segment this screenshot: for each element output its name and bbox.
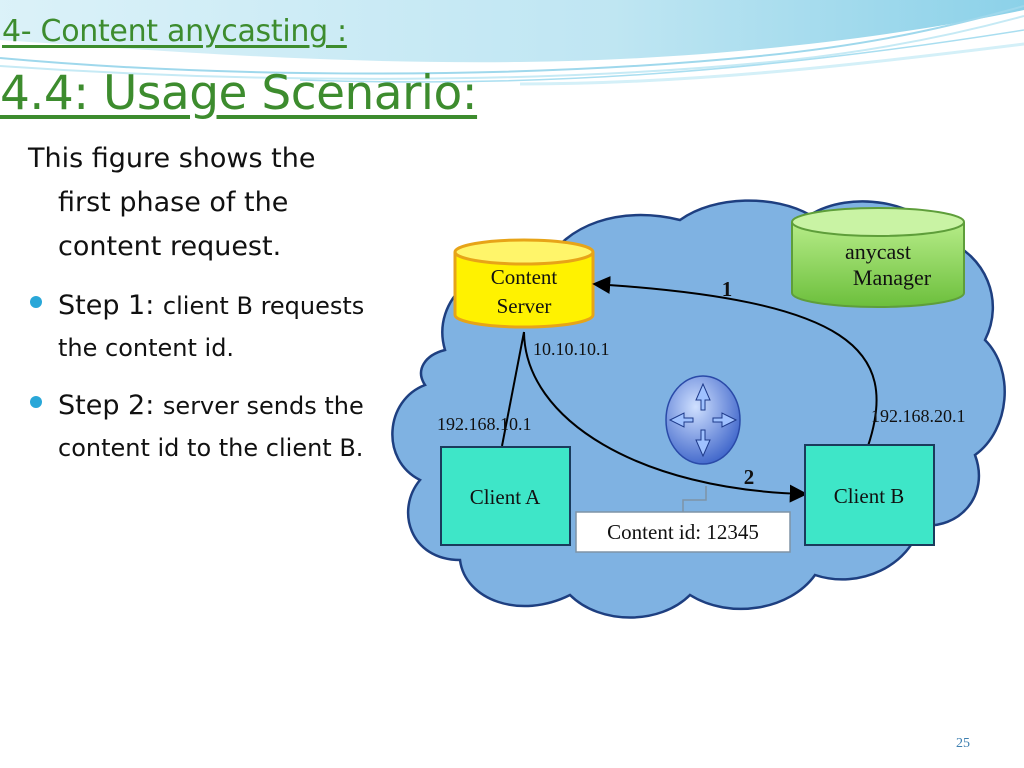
arrow-2-response bbox=[523, 331, 808, 503]
step-1-head: Step 1: bbox=[58, 290, 163, 321]
arrow-1-label: 1 bbox=[722, 277, 733, 301]
arrow-1-request bbox=[592, 276, 878, 447]
bullet-step-2: Step 2: server sends the content id to t… bbox=[28, 385, 368, 469]
router-icon bbox=[665, 375, 741, 465]
client-a-box bbox=[440, 446, 571, 546]
bullet-step-1: Step 1: client B requests the content id… bbox=[28, 285, 368, 369]
client-a-label: Client A bbox=[470, 485, 541, 509]
callout-pointer bbox=[682, 486, 707, 512]
anycast-manager-label-line2: Manager bbox=[853, 265, 932, 290]
intro-text: This figure shows the first phase of the… bbox=[28, 143, 316, 262]
anycast-manager-database bbox=[791, 207, 965, 308]
step-2-text: server sends the content id to the clien… bbox=[58, 392, 364, 462]
content-server-database bbox=[453, 238, 595, 329]
slide-title: 4.4: Usage Scenario: bbox=[0, 66, 478, 121]
content-id-callout bbox=[575, 511, 791, 553]
step-2-head: Step 2: bbox=[58, 390, 163, 421]
section-title: 4- Content anycasting : bbox=[2, 14, 347, 49]
content-server-label-line1: Content bbox=[491, 265, 558, 289]
anycast-manager-label-line1: anycast bbox=[845, 239, 911, 264]
step-1-text: client B requests the content id. bbox=[58, 292, 365, 362]
ip-server-label: 10.10.10.1 bbox=[533, 339, 610, 359]
arrow-2-label: 2 bbox=[744, 465, 755, 489]
header-waves-decoration bbox=[0, 0, 1024, 86]
ip-client-b-label: 192.168.20.1 bbox=[871, 406, 966, 426]
client-b-label: Client B bbox=[834, 484, 905, 508]
body-text: This figure shows the first phase of the… bbox=[28, 137, 368, 469]
content-id-label: Content id: 12345 bbox=[607, 520, 759, 544]
page-number: 25 bbox=[956, 736, 970, 751]
bullet-dot-icon bbox=[30, 396, 42, 408]
bullet-dot-icon bbox=[30, 296, 42, 308]
ip-client-a-label: 192.168.10.1 bbox=[437, 414, 532, 434]
content-server-label-line2: Server bbox=[497, 294, 552, 318]
client-b-box bbox=[804, 444, 935, 546]
link-server-client-a bbox=[501, 331, 525, 447]
